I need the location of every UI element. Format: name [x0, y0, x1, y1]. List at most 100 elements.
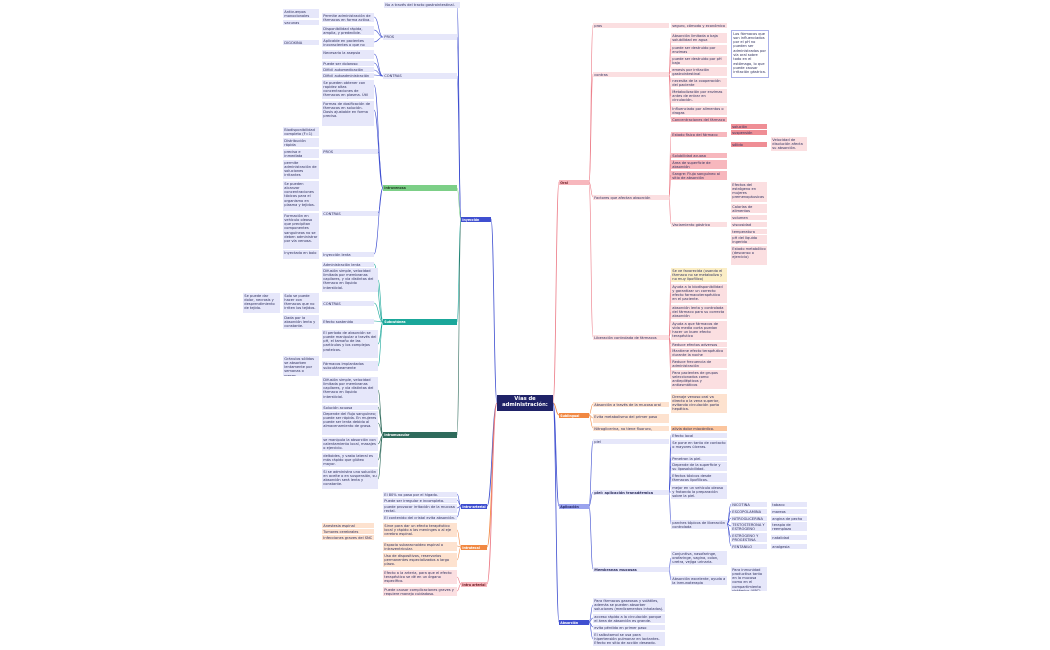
node-angina[interactable]: angina de pecho: [771, 516, 807, 521]
node-p1[interactable]: Efecto local: [671, 433, 727, 438]
branch-intratecal[interactable]: Intratecal: [461, 545, 487, 550]
node-note1[interactable]: Los fármacos que son influenciados por e…: [731, 30, 769, 78]
node-p1[interactable]: Permite administración de fármacos en fo…: [322, 13, 374, 22]
branch-intra-arterial-2[interactable]: Intra arterial: [461, 582, 487, 587]
node-iv4[interactable]: Distribución rápida: [283, 138, 319, 147]
branch-pulmonar[interactable]: Absorción pulmonar: [559, 620, 589, 625]
node-ar2[interactable]: Puede causar complicaciones graves y req…: [383, 587, 457, 596]
node-fisico[interactable]: Estado físico del fármaco: [671, 132, 727, 137]
node-pu1[interactable]: Para fármacos gaseosos y volátiles, adem…: [593, 598, 665, 612]
node-v4[interactable]: viscosidad: [731, 222, 767, 227]
node-f2[interactable]: Área de superficie de absorción: [671, 160, 727, 169]
node-m2[interactable]: Absorción excelente, ayuda a la inmunote…: [671, 576, 727, 585]
node-l7[interactable]: Reduce frecuencia de administración: [671, 359, 727, 368]
node-v6[interactable]: pH del líquido ingerido: [731, 235, 767, 244]
node-ia4[interactable]: El contenido del cristal evita absorción…: [383, 515, 457, 520]
node-c8[interactable]: Concentraciones del fármaco: [671, 117, 727, 122]
node-estro[interactable]: ESTRÓGENO Y PROGESTINA: [731, 533, 767, 542]
node-v1[interactable]: Efectos del estrógeno en mujeres premeno…: [731, 182, 767, 202]
branch-oral[interactable]: Oral: [559, 180, 589, 185]
node-vaciamiento[interactable]: Vaciamiento gástrico: [671, 222, 727, 227]
node-c4[interactable]: Dificil autoadministración: [322, 73, 374, 78]
node-sl3[interactable]: Nitroglicerina, no tiene fluoruro, lipof…: [593, 426, 669, 431]
node-sc1[interactable]: Administración lenta: [322, 262, 374, 267]
node-c7[interactable]: Influenciado por alimentos o drogas: [671, 106, 727, 115]
node-im5[interactable]: deltoides, y vasto lateral es más rápido…: [322, 453, 378, 467]
branch-topica[interactable]: Aplicación tópica: [559, 504, 589, 509]
node-solucion[interactable]: solución: [731, 124, 767, 129]
branch-intramuscular[interactable]: Intramuscular: [383, 432, 457, 438]
node-oral-pros[interactable]: pros: [593, 23, 669, 28]
branch-subcutanea[interactable]: Subcutánea: [383, 319, 457, 325]
node-p4[interactable]: Depende de la superficie y su liposolubi…: [671, 462, 727, 471]
node-velocidad[interactable]: Velocidad de disolución afecta su absorc…: [771, 137, 807, 151]
node-mareos[interactable]: mareos: [771, 509, 807, 514]
node-factores[interactable]: Factores que afectan absorción: [593, 195, 669, 200]
node-ia1[interactable]: El 80% no pasa por el hígado.: [383, 492, 457, 497]
node-f1[interactable]: Solubilidad acuosa: [671, 153, 727, 158]
node-c6[interactable]: Metabolización por enzimas antes de entr…: [671, 89, 727, 103]
node-p3[interactable]: Aplicable en pacientes inconscientes o q…: [322, 38, 374, 47]
node-nitro[interactable]: NITROGLICERINA: [731, 516, 767, 521]
node-c1[interactable]: Absorción limitada a baja solubilidad en…: [671, 33, 727, 43]
node-c3[interactable]: Difícil automedicación: [322, 67, 374, 72]
node-l4[interactable]: Ayuda a que fármacos de vida media corta…: [671, 321, 727, 340]
node-p3a[interactable]: DIGOXINA: [283, 40, 319, 45]
node-sc4[interactable]: Dada por la absorción lenta y constante.: [283, 315, 319, 329]
branch-intra-arterial[interactable]: Intra-arterial: [461, 504, 487, 509]
branch-intravenosa[interactable]: Intravenosa: [383, 185, 457, 191]
node-pu2[interactable]: acceso rápido a la circulación porque el…: [593, 614, 665, 623]
node-l2[interactable]: Ayuda a la biodisponibilidad y garantiza…: [671, 284, 727, 303]
node-testo[interactable]: TESTOSTERONA Y ESTRÓGENO: [731, 522, 767, 531]
node-v5[interactable]: temperatura: [731, 229, 767, 234]
node-sc7[interactable]: Fármacos implantados subcutáneamente: [322, 361, 378, 371]
node-iv7[interactable]: Se pueden alcanzar concentraciones tóxic…: [283, 181, 319, 211]
node-it2[interactable]: Tumores cerebrales: [322, 529, 374, 534]
node-terapia[interactable]: terapia de reemplazo: [771, 522, 807, 531]
node-it5[interactable]: Espacio subaracnoideo espinal o intraven…: [383, 542, 457, 551]
node-tabaco[interactable]: tabaco: [771, 502, 807, 507]
node-c5[interactable]: necesita de la cooperación del paciente: [671, 78, 727, 87]
node-c2[interactable]: Puede ser doloroso: [322, 61, 374, 66]
node-pu4[interactable]: El salbutamol se usa para hipertensión p…: [593, 632, 665, 646]
node-l6[interactable]: Mantiene efecto terapéutico durante la n…: [671, 348, 727, 357]
node-iv1[interactable]: Se pueden obtener con rapidez altas conc…: [322, 80, 374, 99]
node-sc2[interactable]: Difusión simple, velocidad limitada por …: [322, 268, 378, 292]
node-im2[interactable]: Solución acuosa: [322, 405, 378, 410]
node-fentanilo[interactable]: FENTANILO: [731, 544, 767, 549]
node-iv6[interactable]: permite administración de soluciones irr…: [283, 160, 319, 179]
node-v2[interactable]: Calorías de alimentos: [731, 204, 767, 213]
node-p2[interactable]: Se pone en tanto de contacto o mayores ú…: [671, 440, 727, 454]
node-ia2[interactable]: Puede ser irregular e incompleta.: [383, 498, 457, 503]
node-sc3[interactable]: Solo se puede hacer con fármacos que no …: [283, 293, 319, 313]
node-iv5[interactable]: precisa e inmediata: [283, 149, 319, 158]
node-l1[interactable]: Se ve favorecida (usando el fármaco no s…: [671, 268, 727, 282]
node-p5[interactable]: Efectos tóxicos desde fármacos lipofílic…: [671, 473, 727, 482]
node-nicotina[interactable]: NICOTINA: [731, 502, 767, 507]
node-sc-contras[interactable]: CONTRAS: [322, 301, 374, 306]
node-l3[interactable]: absorción lenta y controlada del fármaco…: [671, 305, 727, 319]
node-m1[interactable]: Conjuntiva, nasofaringe, orofaringe, vag…: [671, 551, 727, 565]
node-im6[interactable]: Si se administra una solución en aceite …: [322, 469, 378, 489]
node-im4[interactable]: se manipula la absorción con calentamien…: [322, 437, 378, 451]
node-p6[interactable]: mejor en un vehículo oleoso y frotando l…: [671, 485, 727, 499]
node-pros1[interactable]: seguro, cómodo y económico: [671, 23, 727, 28]
node-iv3[interactable]: Biodisponibilidad completa (F=1): [283, 127, 319, 136]
node-escopolamina[interactable]: ESCOPOLAMINA: [731, 509, 767, 514]
node-sl1a[interactable]: Drenaje venoso oral va directo a la vena…: [671, 394, 727, 413]
node-im1[interactable]: Difusión simple, velocidad limitada por …: [322, 377, 378, 403]
central-topic[interactable]: Vías de administración:: [497, 395, 553, 411]
node-contras[interactable]: CONTRAS: [383, 73, 457, 79]
node-iv-pros[interactable]: PROS: [322, 149, 378, 154]
node-natalidad[interactable]: natalidad: [771, 535, 807, 540]
node-membranas[interactable]: Membranas mucosas: [593, 567, 669, 572]
node-p1b[interactable]: vacunas: [283, 20, 319, 25]
node-c3[interactable]: puede ser destruido por pH bajo: [671, 56, 727, 65]
node-sc7a[interactable]: Gránulos sólidos se absorben lentamente …: [283, 356, 319, 376]
node-analgesia[interactable]: analgesia: [771, 544, 807, 549]
node-iv2[interactable]: Formas de dosificación de fármacos en so…: [322, 101, 374, 126]
node-solido[interactable]: sólido: [731, 142, 767, 147]
node-pros[interactable]: PROS: [383, 34, 457, 40]
node-top-note[interactable]: No a través del tracto gastrointestinal.: [384, 2, 460, 8]
node-piel-label[interactable]: piel: aplicación transdérmica: [593, 490, 669, 495]
